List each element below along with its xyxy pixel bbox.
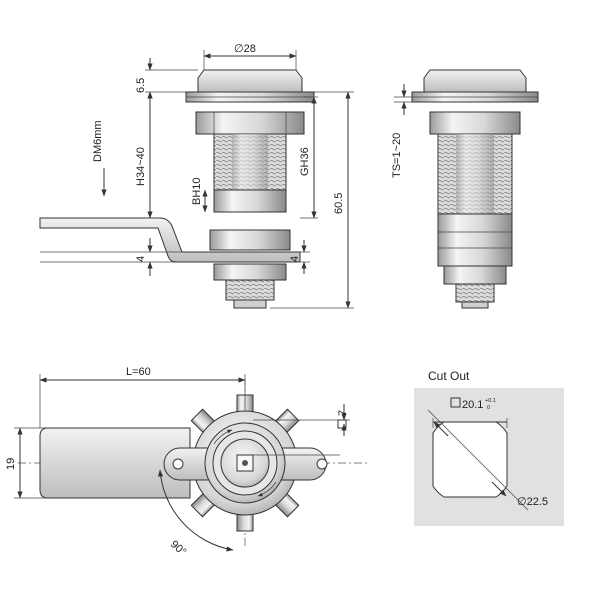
dim-gh36: GH36 (299, 147, 311, 176)
dim-6-5: 6.5 (135, 78, 147, 93)
cutout-title: Cut Out (428, 369, 470, 383)
dim-4-right: 4 (289, 256, 301, 262)
dim-square-7: 7 (337, 410, 349, 416)
square-symbol-icon (450, 397, 461, 408)
dim-ts-1-20: TS=1~20 (391, 133, 403, 178)
tol-upper: +0.1 (485, 398, 496, 404)
tol-lower: 0 (487, 405, 490, 411)
cutout-view: Cut Out 20.1 +0.1 0 ∅22.5 (414, 369, 564, 526)
side-lower-body (437, 213, 513, 267)
square-symbol-icon (337, 419, 347, 429)
bottom-view (18, 378, 370, 548)
mount-hole-right (316, 458, 328, 470)
lock-cap (197, 69, 303, 93)
dim-diameter-22-5: ∅22.5 (517, 496, 548, 508)
dim-4-left: 4 (135, 256, 147, 262)
mount-hole-left (172, 458, 184, 470)
dim-19: 19 (5, 458, 17, 470)
dim-60-5: 60.5 (333, 193, 345, 214)
dim-h34-40: H34~40 (135, 147, 147, 186)
side-cap (423, 69, 527, 93)
side-view-dimensions: TS=1~20 (391, 84, 412, 178)
cutout-shape (432, 421, 508, 498)
dim-l-60: L=60 (126, 366, 151, 378)
lower-nut (209, 229, 291, 251)
front-view (39, 69, 315, 309)
upper-nut (195, 111, 305, 135)
dim-dm6mm: DM6mm (92, 120, 104, 162)
dim-diameter-28: ∅28 (234, 43, 256, 55)
side-view (411, 69, 539, 309)
bottom-view-dimensions: L=60 19 7 90° (5, 366, 350, 558)
front-view-dimensions: ∅28 6.5 H34~40 DM6mm BH10 GH36 60.5 4 (40, 43, 354, 309)
dim-sq-20-1: 20.1 (462, 399, 483, 411)
side-nut (429, 111, 521, 135)
dim-bh10: BH10 (191, 177, 203, 205)
dim-90-deg: 90° (168, 538, 188, 558)
screw-tip (225, 279, 275, 301)
